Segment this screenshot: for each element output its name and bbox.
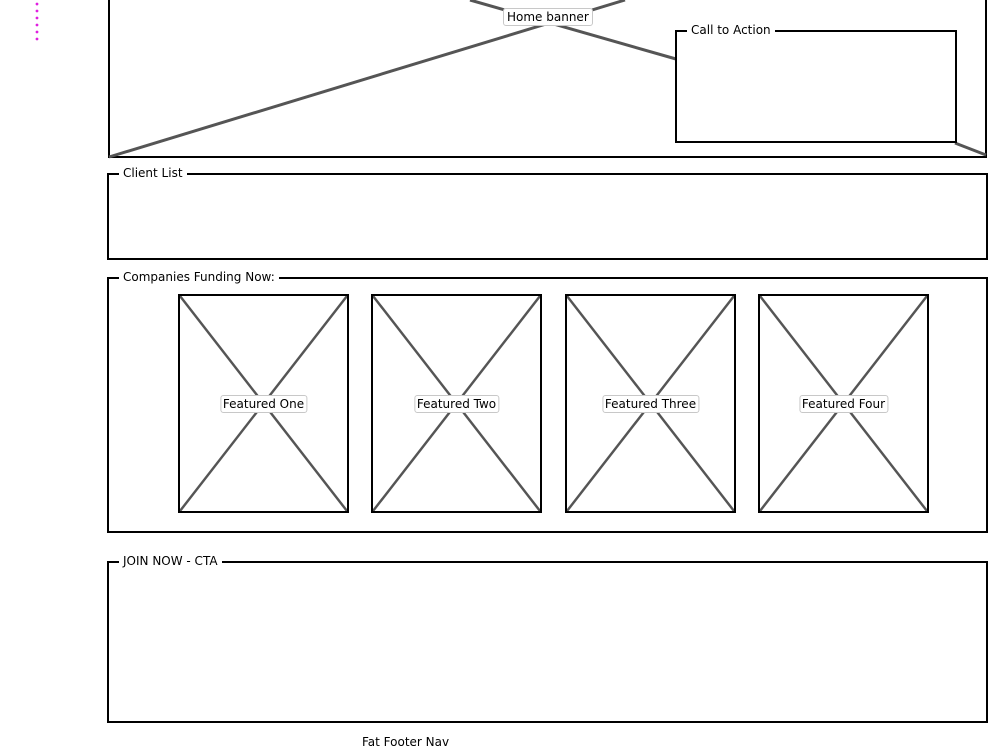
footer-nav-label: Fat Footer Nav: [362, 735, 450, 749]
featured-two-placeholder[interactable]: Featured Two: [371, 294, 542, 513]
featured-four-label: Featured Four: [798, 394, 889, 413]
companies-funding-box: Companies Funding Now:: [107, 270, 988, 533]
call-to-action-label: Call to Action: [687, 23, 775, 37]
magenta-dotted-marker: [35, 2, 39, 41]
call-to-action-box[interactable]: Call to Action: [675, 23, 957, 143]
client-list-label: Client List: [119, 166, 187, 180]
featured-one-label: Featured One: [219, 394, 308, 413]
featured-four-placeholder[interactable]: Featured Four: [758, 294, 929, 513]
featured-two-label: Featured Two: [413, 394, 500, 413]
join-now-cta-box[interactable]: JOIN NOW - CTA: [107, 554, 988, 723]
client-list-box: Client List: [107, 166, 988, 260]
featured-three-label: Featured Three: [601, 394, 700, 413]
home-banner-graphic: [108, 0, 987, 159]
featured-one-placeholder[interactable]: Featured One: [178, 294, 349, 513]
companies-funding-label: Companies Funding Now:: [119, 270, 279, 284]
home-banner-label: Home banner: [503, 8, 593, 26]
featured-three-placeholder[interactable]: Featured Three: [565, 294, 736, 513]
join-now-cta-label: JOIN NOW - CTA: [119, 554, 222, 568]
